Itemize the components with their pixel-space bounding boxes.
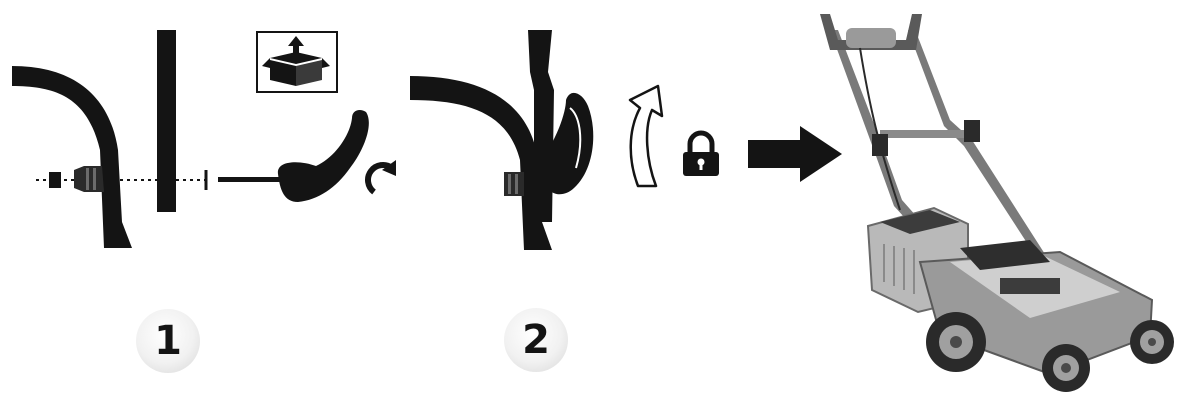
- wheel-rear-left: [926, 312, 986, 372]
- handle-knob: [872, 134, 888, 156]
- wheel-front-left: [1042, 344, 1090, 392]
- box-unpack-icon: [256, 31, 338, 93]
- lever-rod: [218, 177, 288, 182]
- quick-release-lever: [277, 110, 369, 202]
- upper-handle-bar: [528, 30, 554, 222]
- rotate-arrow-icon: [365, 160, 396, 195]
- lawn-mower-illustration: [820, 14, 1174, 392]
- mower-crossbar: [880, 130, 976, 138]
- spacer-rib: [86, 168, 89, 190]
- wheel-front-right: [1130, 320, 1174, 364]
- step-1-number: 1: [154, 318, 182, 364]
- switch-box: [846, 28, 896, 48]
- handle-knob: [964, 120, 980, 142]
- grass-box-lid: [880, 210, 960, 234]
- step-1-badge: 1: [136, 309, 200, 373]
- grass-box-vents: [883, 244, 915, 294]
- handle-frame-curve: [410, 76, 552, 250]
- locked-lever: [548, 92, 594, 195]
- nut-part: [49, 172, 61, 188]
- mower-handle-left: [830, 30, 962, 274]
- curved-up-arrow-icon: [628, 84, 664, 188]
- mower-grip: [820, 14, 922, 50]
- mower-handle-right: [908, 30, 1050, 266]
- upper-handle-bar: [157, 30, 176, 212]
- battery-slot: [1000, 278, 1060, 294]
- mower-cable: [859, 47, 901, 211]
- step-2-number: 2: [522, 317, 550, 363]
- step-2-badge: 2: [504, 308, 568, 372]
- handle-frame-curve: [12, 66, 132, 248]
- lever-highlight: [569, 107, 582, 169]
- step-1-illustration: [12, 30, 396, 248]
- battery-cover: [960, 240, 1050, 270]
- spacer-rib: [508, 174, 511, 194]
- padlock-icon: [683, 130, 719, 176]
- step-2-illustration: [410, 30, 842, 250]
- spacer-rib: [515, 174, 518, 194]
- spacer-rib: [93, 168, 96, 190]
- spacer-part: [504, 172, 524, 196]
- right-arrow-icon: [748, 126, 842, 182]
